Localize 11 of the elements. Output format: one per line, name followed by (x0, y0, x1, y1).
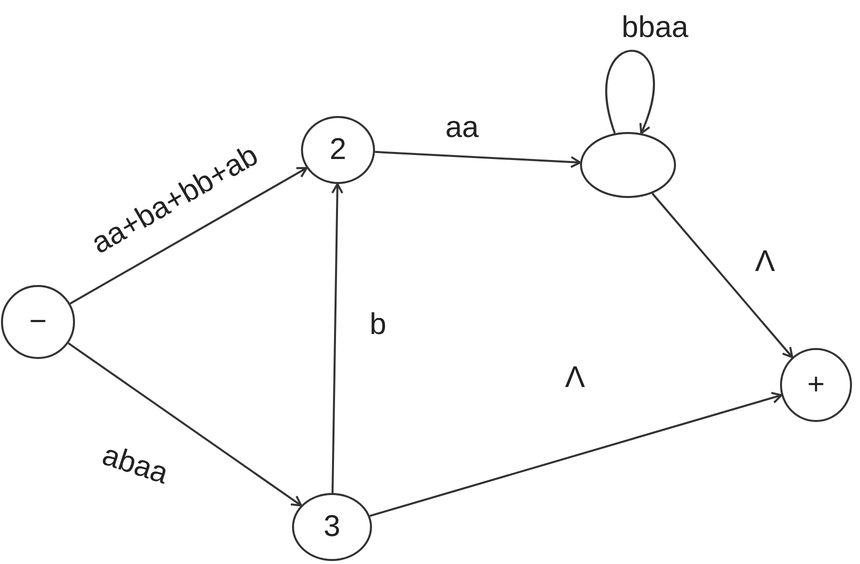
state-label: 3 (324, 509, 340, 545)
arrow (70, 167, 308, 304)
state-label: 2 (330, 132, 346, 168)
state-label: + (807, 367, 825, 403)
arrow (331, 183, 344, 494)
arrow (68, 342, 302, 506)
arrow (652, 192, 794, 358)
state-label: − (29, 304, 47, 340)
arrow (605, 50, 655, 134)
arrow (374, 150, 582, 168)
arrow (370, 392, 782, 517)
